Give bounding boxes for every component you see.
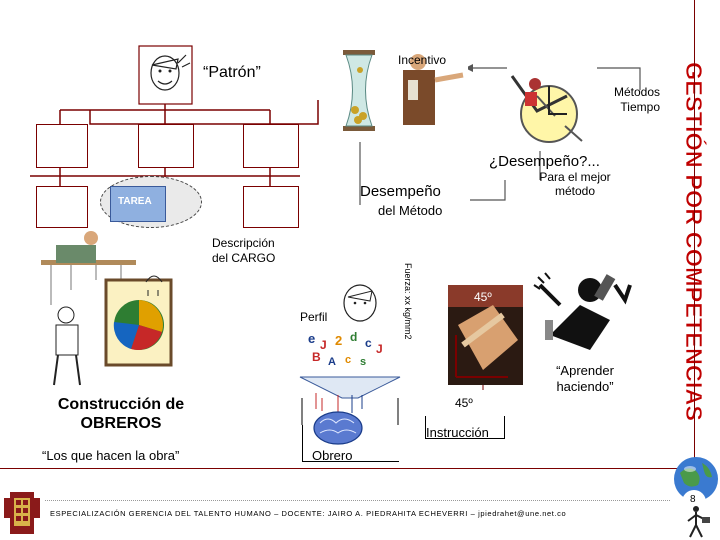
obrero-label: Obrero	[312, 448, 353, 463]
desempeno-label: Desempeño	[360, 183, 441, 200]
hourglass-incentive-icon	[338, 50, 468, 132]
globe-icon	[674, 457, 718, 501]
angle-photo	[448, 285, 523, 385]
org-box-2	[138, 124, 194, 168]
del-metodo-label: del Método	[378, 203, 443, 218]
svg-text:e: e	[308, 331, 315, 346]
svg-text:2: 2	[335, 333, 342, 348]
org-box-1	[36, 124, 88, 168]
puppet-master-icon	[36, 230, 186, 390]
obrero-bracket	[302, 425, 399, 462]
institution-seal-icon	[4, 492, 40, 534]
angle-bottom-label: 45º	[455, 396, 473, 410]
org-box-6	[243, 186, 299, 228]
para-el-mejor-line2: método	[554, 184, 596, 198]
instruccion-bracket	[425, 416, 505, 439]
metodos-line2: Tiempo	[620, 100, 660, 114]
footer-bar	[45, 500, 670, 521]
incentivo-label: Incentivo	[398, 53, 447, 67]
org-box-4	[36, 186, 88, 228]
svg-text:A: A	[328, 356, 336, 368]
patron-label: “Patrón”	[203, 64, 261, 81]
tarea-box	[110, 186, 166, 222]
svg-text:s: s	[360, 356, 366, 368]
svg-text:d: d	[350, 330, 357, 344]
para-el-mejor-line1: Para el mejor	[539, 170, 611, 184]
walking-man-icon	[687, 506, 710, 538]
skater-icon	[530, 265, 640, 355]
aprender-line2: haciendo”	[556, 379, 614, 394]
perfil-label: Perfil	[300, 310, 328, 324]
construccion-line1: Construcción de	[57, 396, 185, 413]
outer-frame	[0, 0, 695, 469]
construccion-line2: OBREROS	[80, 415, 162, 432]
svg-text:B: B	[312, 350, 321, 364]
org-box-3	[243, 124, 299, 168]
brain-funnel-icon: e J 2 d c J B A c s	[308, 284, 383, 445]
page-number: 8	[690, 494, 696, 505]
descripcion-line1: Descripción	[212, 236, 275, 250]
fuerza-label: Fuerza: xx kg/mm2	[403, 263, 413, 340]
footer-text: ESPECIALIZACIÓN GERENCIA DEL TALENTO HUM…	[50, 509, 567, 518]
tarea-label: TAREA	[118, 196, 152, 207]
aprender-line1: “Aprender	[556, 363, 614, 378]
stopwatch-icon	[507, 66, 597, 151]
desempeno-question: ¿Desempeño?...	[489, 153, 600, 170]
boss-sketch-icon	[138, 45, 193, 105]
svg-text:J: J	[376, 342, 383, 356]
descripcion-line2: del CARGO	[212, 251, 276, 265]
svg-text:c: c	[345, 354, 351, 366]
metodos-line1: Métodos	[613, 85, 660, 99]
angle-top-label: 45º	[474, 290, 492, 304]
svg-text:c: c	[365, 336, 372, 350]
los-que-hacen-label: “Los que hacen la obra”	[42, 448, 180, 463]
svg-text:J: J	[320, 338, 327, 352]
instruccion-label: Instrucción	[426, 425, 489, 440]
